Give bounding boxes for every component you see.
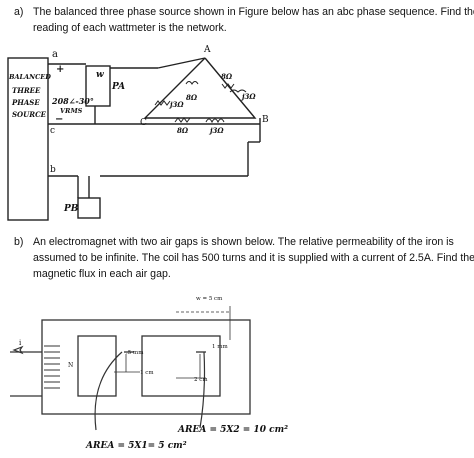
impedance-bc-r: 8Ω <box>177 126 189 135</box>
question-a-line-1: The balanced three phase source shown in… <box>33 6 474 18</box>
impedance-bc-x: j3Ω <box>210 126 224 135</box>
gap2-label: 1 mm <box>212 344 228 350</box>
question-b: b) An electromagnet with two air gaps is… <box>14 234 474 284</box>
node-C-label: C <box>140 118 147 128</box>
wattmeter-a-label: PA <box>112 82 126 92</box>
area-note-1: AREA = 5X1= 5 cm² <box>86 441 187 451</box>
source-box <box>7 57 49 221</box>
plus-sign: + <box>56 64 65 75</box>
impedance-ab-x: j3Ω <box>242 92 256 101</box>
source-label-line2: THREE <box>12 86 41 95</box>
node-A-label: A <box>204 45 211 55</box>
impedance-ac-x: j3Ω <box>170 100 184 109</box>
question-b-line-1: An electromagnet with two air gaps is sh… <box>33 236 454 248</box>
area-note-2: AREA = 5X2 = 10 cm² <box>178 425 289 435</box>
minus-sign: − <box>55 114 64 125</box>
source-label-line1: BALANCED <box>9 73 51 81</box>
question-b-line-3: magnetic flux in each air gap. <box>33 268 171 280</box>
impedance-ac-r: 8Ω <box>186 93 198 102</box>
wattmeter-a-coil: w <box>96 70 104 80</box>
question-b-line-2: assumed to be infinite. The coil has 500… <box>33 252 474 264</box>
question-b-label: b) <box>14 236 24 248</box>
source-label-line4: SOURCE <box>12 110 46 119</box>
wattmeter-b-label: PB <box>64 204 79 214</box>
node-b-label: b <box>50 165 56 175</box>
inner-window-right <box>141 335 221 397</box>
current-label: i <box>19 339 22 347</box>
source-label-line3: PHASE <box>12 98 40 107</box>
question-a-label: a) <box>14 6 24 18</box>
coil-label: N <box>68 362 74 369</box>
source-voltage-unit: VRMS <box>60 107 83 115</box>
node-a-label: a <box>52 49 58 60</box>
inner-window-left <box>77 335 117 397</box>
width-label: w = 5 cm <box>196 296 223 302</box>
wattmeter-b-box <box>77 197 101 219</box>
dim1-label: 1 cm <box>140 370 154 376</box>
dim2-label: 2 cm <box>194 377 208 383</box>
source-voltage: 208∠-30° <box>52 96 94 106</box>
question-a-line-2: reading of each wattmeter is the network… <box>33 22 227 34</box>
node-B-label: B <box>262 115 269 125</box>
question-a: a) The balanced three phase source shown… <box>14 4 474 38</box>
gap1-label: .5 mm <box>126 350 144 356</box>
impedance-ab-r: 8Ω <box>221 72 233 81</box>
node-c-label: c <box>50 126 56 136</box>
